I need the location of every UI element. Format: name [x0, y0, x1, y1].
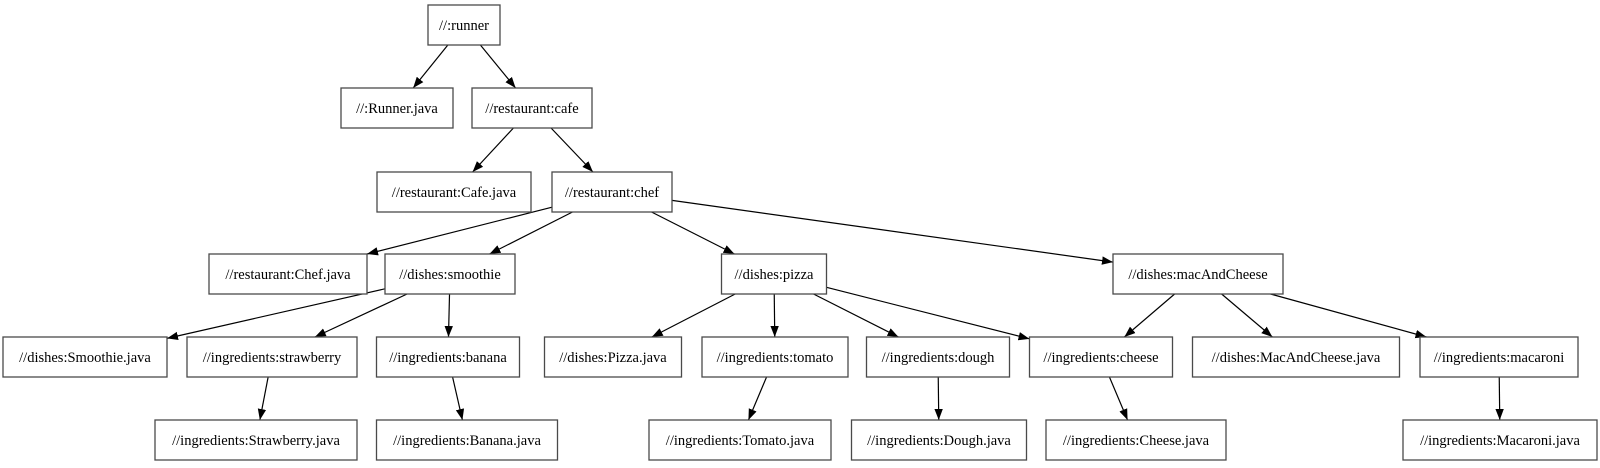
- node-label: //restaurant:Cafe.java: [392, 185, 517, 201]
- node-label: //ingredients:dough: [882, 350, 996, 366]
- node-label: //ingredients:strawberry: [203, 350, 342, 366]
- graph-node-dough: //ingredients:dough: [865, 336, 1011, 378]
- node-box: [865, 336, 1011, 378]
- graph-edge-pizza-to-pizza_java: [651, 293, 736, 338]
- graph-node-banana: //ingredients:banana: [375, 336, 521, 378]
- graph-edge-chef-to-macandcheese: [671, 199, 1114, 265]
- node-label: //dishes:smoothie: [399, 267, 501, 283]
- node-box: [186, 336, 358, 378]
- node-box: [1402, 419, 1598, 461]
- graph-edge-dough-to-dough_java: [934, 376, 943, 421]
- node-box: [1045, 419, 1227, 461]
- node-box: [2, 336, 168, 378]
- node-label: //ingredients:Strawberry.java: [172, 433, 340, 449]
- graph-edge-banana-to-banana_java: [451, 376, 465, 421]
- graph-node-banana_java: //ingredients:Banana.java: [375, 419, 559, 461]
- node-box: [1112, 253, 1284, 295]
- graph-node-smoothie_java: //dishes:Smoothie.java: [2, 336, 168, 378]
- node-label: //restaurant:Chef.java: [225, 267, 351, 283]
- node-label: //dishes:MacAndCheese.java: [1212, 350, 1381, 366]
- node-box: [208, 253, 368, 295]
- node-label: //restaurant:chef: [565, 185, 659, 201]
- graph-edge-pizza-to-tomato: [770, 293, 779, 338]
- node-box: [376, 171, 532, 213]
- node-box: [384, 253, 516, 295]
- nodes-layer: //:runner //:Runner.java //restaurant:cafe…: [2, 4, 1598, 461]
- edges-layer: [166, 44, 1504, 421]
- graph-edge-macaroni-to-macaroni_java: [1495, 376, 1504, 421]
- graph-edge-smoothie-to-banana: [444, 293, 453, 338]
- graph-edge-smoothie-to-smoothie_java: [166, 288, 386, 341]
- graph-node-pizza_java: //dishes:Pizza.java: [543, 336, 683, 378]
- graph-node-dough_java: //ingredients:Dough.java: [850, 419, 1028, 461]
- graph-edge-strawberry-to-strawberry_java: [257, 376, 269, 421]
- graph-node-chef_java: //restaurant:Chef.java: [208, 253, 368, 295]
- graph-edge-chef-to-pizza: [651, 211, 735, 255]
- graph-node-macaroni: //ingredients:macaroni: [1419, 336, 1579, 378]
- node-label: //ingredients:macaroni: [1434, 350, 1564, 366]
- node-box: [471, 87, 593, 129]
- node-label: //ingredients:Macaroni.java: [1420, 433, 1580, 449]
- graph-node-strawberry: //ingredients:strawberry: [186, 336, 358, 378]
- graph-edge-macandcheese-to-macaroni: [1270, 293, 1427, 339]
- node-label: //ingredients:tomato: [717, 350, 834, 366]
- graph-node-strawberry_java: //ingredients:Strawberry.java: [154, 419, 358, 461]
- graph-node-chef: //restaurant:chef: [551, 171, 673, 213]
- node-box: [850, 419, 1028, 461]
- graph-edge-pizza-to-cheese: [826, 286, 1030, 341]
- graph-edge-tomato-to-tomato_java: [747, 376, 768, 421]
- graph-edge-macandcheese-to-cheese: [1123, 293, 1176, 338]
- node-label: //ingredients:cheese: [1043, 350, 1158, 366]
- node-label: //:Runner.java: [356, 101, 438, 117]
- node-box: [375, 419, 559, 461]
- node-label: //:runner: [439, 18, 489, 34]
- graph-edge-cheese-to-cheese_java: [1108, 376, 1129, 421]
- graph-node-smoothie: //dishes:smoothie: [384, 253, 516, 295]
- node-box: [701, 336, 849, 378]
- graph-node-pizza: //dishes:pizza: [720, 253, 828, 295]
- graph-edge-pizza-to-dough: [813, 293, 899, 338]
- graph-edge-chef-to-smoothie: [489, 211, 573, 255]
- node-label: //ingredients:Cheese.java: [1063, 433, 1210, 449]
- node-label: //ingredients:Dough.java: [867, 433, 1011, 449]
- graph-edge-smoothie-to-strawberry: [314, 293, 408, 338]
- graph-edge-runner-to-cafe: [479, 44, 517, 89]
- graph-node-cheese: //ingredients:cheese: [1028, 336, 1174, 378]
- node-box: [720, 253, 828, 295]
- node-box: [340, 87, 454, 129]
- node-box: [551, 171, 673, 213]
- node-label: //ingredients:banana: [389, 350, 507, 366]
- graph-node-runner_java: //:Runner.java: [340, 87, 454, 129]
- node-box: [543, 336, 683, 378]
- graph-node-cafe_java: //restaurant:Cafe.java: [376, 171, 532, 213]
- node-label: //ingredients:Tomato.java: [666, 433, 815, 449]
- graph-node-tomato: //ingredients:tomato: [701, 336, 849, 378]
- graph-edge-cafe-to-cafe_java: [472, 127, 514, 173]
- graph-node-macandcheese_java: //dishes:MacAndCheese.java: [1191, 336, 1401, 378]
- node-label: //dishes:Pizza.java: [559, 350, 667, 366]
- node-label: //dishes:macAndCheese: [1128, 267, 1267, 283]
- graph-edge-cafe-to-chef: [550, 127, 594, 173]
- node-box: [375, 336, 521, 378]
- graph-node-cheese_java: //ingredients:Cheese.java: [1045, 419, 1227, 461]
- node-label: //dishes:Smoothie.java: [19, 350, 151, 366]
- node-label: //dishes:pizza: [735, 267, 814, 283]
- graph-node-tomato_java: //ingredients:Tomato.java: [648, 419, 832, 461]
- graph-node-runner: //:runner: [427, 4, 501, 46]
- graph-edge-chef-to-chef_java: [366, 206, 553, 256]
- node-box: [1028, 336, 1174, 378]
- node-box: [648, 419, 832, 461]
- graph-edge-macandcheese-to-macandcheese_java: [1221, 293, 1273, 338]
- node-box: [427, 4, 501, 46]
- node-box: [1191, 336, 1401, 378]
- node-label: //ingredients:Banana.java: [393, 433, 541, 449]
- graph-edge-runner-to-runner_java: [412, 44, 449, 89]
- graph-node-cafe: //restaurant:cafe: [471, 87, 593, 129]
- graph-node-macaroni_java: //ingredients:Macaroni.java: [1402, 419, 1598, 461]
- node-box: [1419, 336, 1579, 378]
- graph-node-macandcheese: //dishes:macAndCheese: [1112, 253, 1284, 295]
- node-box: [154, 419, 358, 461]
- node-label: //restaurant:cafe: [485, 101, 578, 117]
